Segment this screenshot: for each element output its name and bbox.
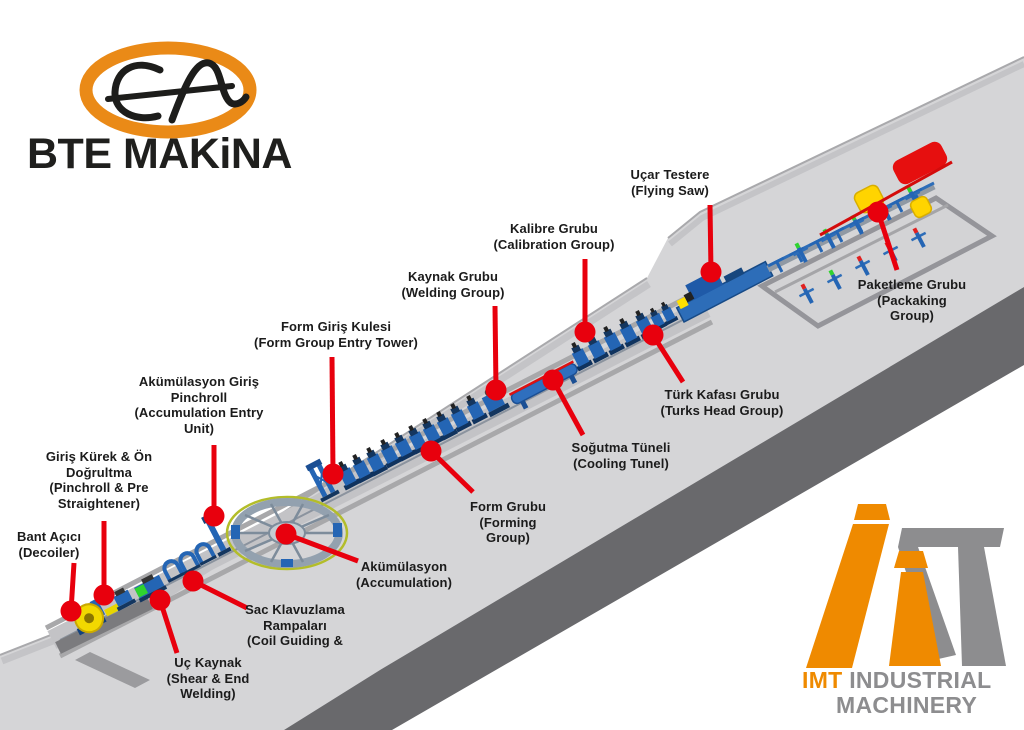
- callout-sogutma: [542, 369, 586, 437]
- packaging-slab: [757, 195, 997, 329]
- callout-kalibre: [574, 259, 596, 343]
- packaging-rail: [819, 160, 953, 237]
- strip-accumulator: [225, 495, 349, 571]
- platform-side-face: [284, 287, 1024, 730]
- decoiler-machine: [74, 598, 107, 636]
- callout-paketleme: [867, 201, 900, 271]
- decoiler-pit: [55, 597, 153, 654]
- packaging-edge-line: [667, 56, 1024, 239]
- imt-logo-orange-shapes: [806, 504, 941, 668]
- pre-straightener-machine: [113, 587, 137, 612]
- strip-loop-guide: [104, 602, 122, 617]
- packaging-edge-strip: [668, 61, 1024, 247]
- yellow-chute-small: [909, 195, 933, 219]
- bte-logo-ring: [79, 41, 257, 139]
- callout-akumulasyon: [275, 523, 359, 564]
- callout-form-giris: [322, 356, 344, 485]
- callout-akumulasyon-giris: [203, 445, 225, 527]
- callout-ucar-testere: [700, 204, 722, 283]
- callout-bant-acici: [60, 562, 82, 622]
- callout-markers: [60, 201, 900, 654]
- coil-car-ramp: [75, 652, 150, 688]
- callout-uc-kaynak: [149, 589, 180, 654]
- callout-sac-klavuzlama: [182, 570, 249, 611]
- callout-turk-kafasi: [642, 324, 686, 384]
- red-end-wall: [892, 141, 948, 185]
- pass-line: [59, 307, 707, 641]
- bte-logo-mark: [79, 41, 257, 139]
- callout-form-grubu: [420, 440, 475, 494]
- callout-kaynak-grubu: [485, 305, 507, 401]
- bte-logo-ea-icon: [105, 59, 250, 124]
- callout-giris-kurek: [93, 521, 115, 606]
- imt-logo-mark: [806, 504, 1006, 668]
